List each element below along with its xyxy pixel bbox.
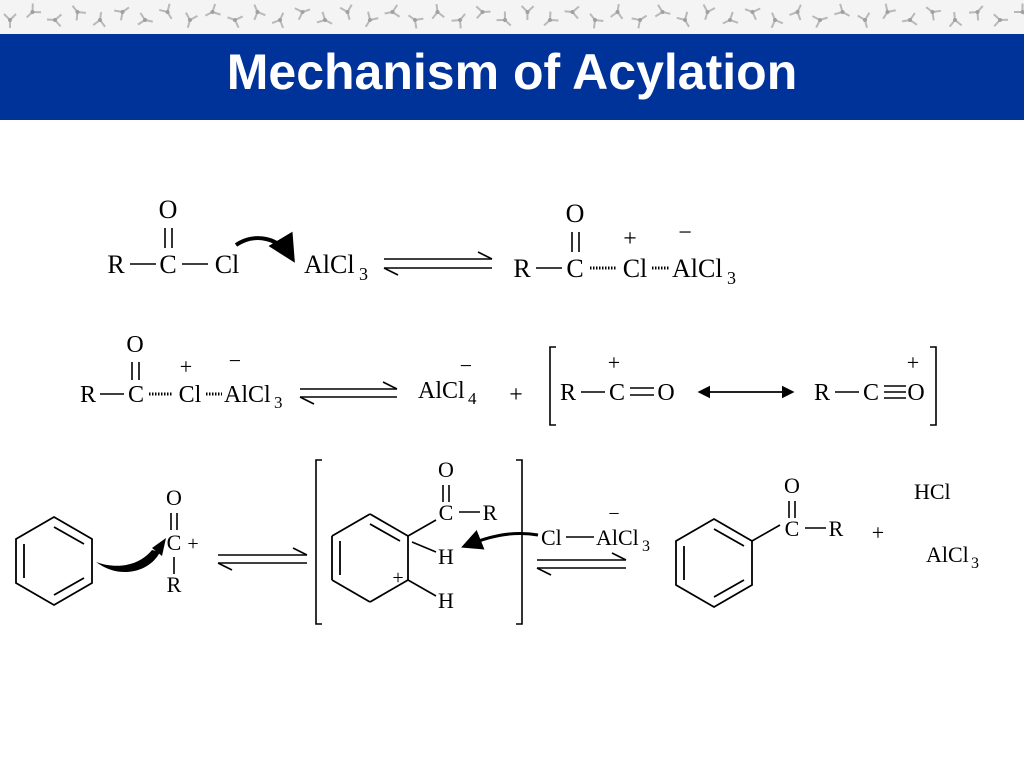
svg-text:C: C bbox=[439, 500, 454, 525]
svg-text:H: H bbox=[438, 588, 454, 613]
svg-text:3: 3 bbox=[274, 393, 283, 412]
benzene-ring bbox=[15, 515, 93, 607]
equilibrium-arrow-4 bbox=[536, 552, 627, 576]
atom-C: C bbox=[159, 250, 176, 279]
equilibrium-arrow-1 bbox=[383, 251, 493, 276]
svg-text:R: R bbox=[80, 382, 96, 408]
svg-text:C: C bbox=[167, 530, 182, 555]
svg-text:C: C bbox=[128, 382, 144, 408]
svg-text:−: − bbox=[608, 503, 619, 525]
svg-text:O: O bbox=[166, 485, 182, 510]
svg-text:+: + bbox=[187, 533, 198, 555]
svg-text:R: R bbox=[829, 516, 844, 541]
svg-text:3: 3 bbox=[727, 268, 736, 288]
svg-text:AlCl: AlCl bbox=[224, 382, 271, 408]
svg-text:−: − bbox=[229, 348, 241, 373]
svg-text:Cl: Cl bbox=[179, 382, 202, 408]
svg-text:+: + bbox=[392, 567, 403, 589]
decorative-banner bbox=[0, 0, 1024, 34]
acylium-resonance-bracket: R C O + R C O + bbox=[549, 346, 937, 426]
atom-Cl: Cl bbox=[215, 250, 240, 279]
svg-text:O: O bbox=[126, 332, 143, 358]
svg-text:O: O bbox=[566, 199, 585, 228]
arenium-ring: + bbox=[331, 513, 409, 603]
acyl-chloride-alcl3-complex: O R C Cl AlCl 3 + − bbox=[513, 199, 736, 288]
svg-text:H: H bbox=[438, 544, 454, 569]
svg-text:R: R bbox=[814, 380, 830, 406]
svg-text:−: − bbox=[460, 353, 472, 378]
atom-AlCl: AlCl bbox=[304, 250, 355, 279]
complex-row2: O R C Cl AlCl 3 + − bbox=[80, 332, 283, 412]
acylium-ion-vertical: O C + R bbox=[166, 485, 199, 597]
equilibrium-arrow-3 bbox=[217, 547, 308, 571]
arenium-intermediate-bracket: + O C R H H bbox=[315, 457, 523, 625]
curved-arrow-pi-attack bbox=[96, 550, 160, 573]
svg-text:C: C bbox=[785, 516, 800, 541]
acylium-form-1: R C O + bbox=[560, 350, 675, 406]
plus-sign: + bbox=[509, 382, 523, 408]
svg-text:R: R bbox=[513, 254, 531, 283]
acyl-chloride: O R C Cl bbox=[107, 195, 239, 279]
svg-text:3: 3 bbox=[642, 538, 650, 555]
svg-text:AlCl: AlCl bbox=[672, 254, 723, 283]
plus-sign: + bbox=[872, 520, 884, 545]
acylium-form-2: R C O + bbox=[814, 350, 925, 406]
svg-text:4: 4 bbox=[468, 389, 477, 408]
svg-text:AlCl: AlCl bbox=[926, 542, 969, 567]
hydrogen-chloride: HCl bbox=[914, 479, 951, 504]
chloroaluminate-base: Cl AlCl 3 − bbox=[541, 503, 650, 555]
svg-text:C: C bbox=[609, 380, 625, 406]
subscript-3: 3 bbox=[359, 264, 368, 284]
svg-text:O: O bbox=[438, 457, 454, 482]
title-bar bbox=[0, 34, 1024, 120]
charge-plus: + bbox=[623, 226, 637, 252]
svg-text:Cl: Cl bbox=[541, 525, 562, 550]
aluminum-chloride: AlCl 3 bbox=[304, 250, 368, 284]
svg-text:AlCl: AlCl bbox=[418, 378, 465, 404]
svg-text:R: R bbox=[483, 500, 498, 525]
atom-O: O bbox=[159, 195, 178, 224]
svg-text:R: R bbox=[560, 380, 576, 406]
svg-text:+: + bbox=[180, 354, 192, 379]
svg-text:R: R bbox=[167, 572, 182, 597]
svg-text:O: O bbox=[784, 473, 800, 498]
svg-text:C: C bbox=[863, 380, 879, 406]
tetrachloroaluminate: AlCl 4 − bbox=[418, 353, 477, 408]
curved-arrow-electron-pair bbox=[234, 231, 295, 263]
svg-text:O: O bbox=[657, 380, 674, 406]
regenerated-alcl3: AlCl 3 bbox=[926, 542, 979, 572]
curved-arrow-head bbox=[152, 538, 166, 556]
atom-R: R bbox=[107, 250, 125, 279]
svg-text:+: + bbox=[608, 350, 620, 375]
svg-text:C: C bbox=[566, 254, 583, 283]
svg-text:O: O bbox=[907, 380, 924, 406]
svg-text:3: 3 bbox=[971, 555, 979, 572]
svg-text:AlCl: AlCl bbox=[596, 525, 639, 550]
svg-text:+: + bbox=[907, 350, 919, 375]
slide-title: Mechanism of Acylation bbox=[226, 44, 798, 100]
svg-text:Cl: Cl bbox=[623, 254, 648, 283]
aryl-ketone-product: O C R bbox=[675, 473, 844, 609]
charge-minus: − bbox=[678, 220, 692, 246]
curved-arrow-deprotonation bbox=[461, 530, 539, 550]
equilibrium-arrow-2 bbox=[299, 381, 398, 405]
